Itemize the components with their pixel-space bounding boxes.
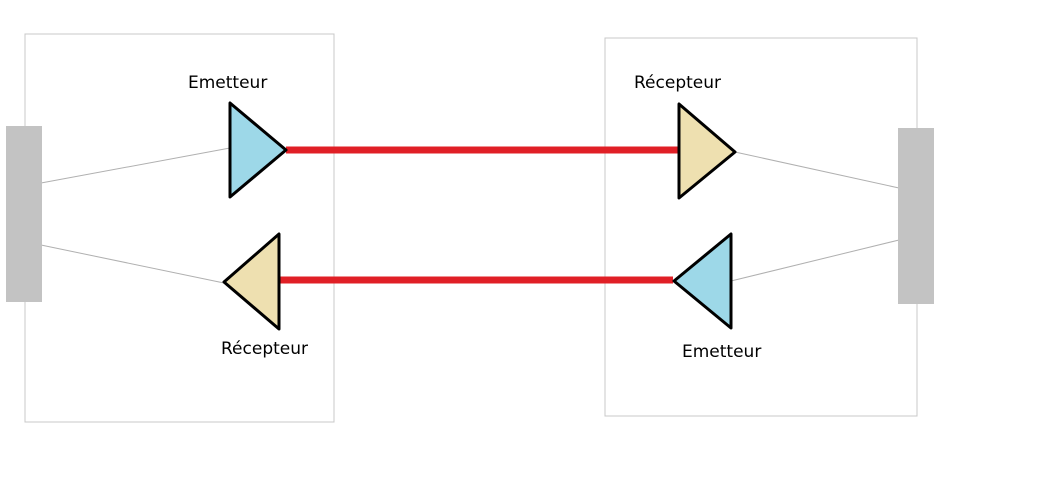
left-emitter-triangle [228, 101, 288, 199]
left-connector [6, 126, 42, 302]
right-connector [898, 128, 934, 304]
right-emitter-label: Emetteur [682, 342, 761, 362]
right-receiver-label: Récepteur [634, 73, 721, 93]
left-receiver-label: Récepteur [221, 339, 308, 359]
left-receiver-triangle [222, 232, 281, 331]
right-wire-receiver [734, 151, 900, 189]
right-emitter-triangle [672, 232, 733, 330]
right-wire-emitter [730, 239, 900, 282]
left-emitter-label: Emetteur [188, 73, 267, 93]
right-receiver-triangle [677, 102, 737, 200]
left-wire-emitter [40, 147, 231, 184]
left-module-box [24, 33, 335, 423]
left-wire-receiver [40, 244, 225, 284]
